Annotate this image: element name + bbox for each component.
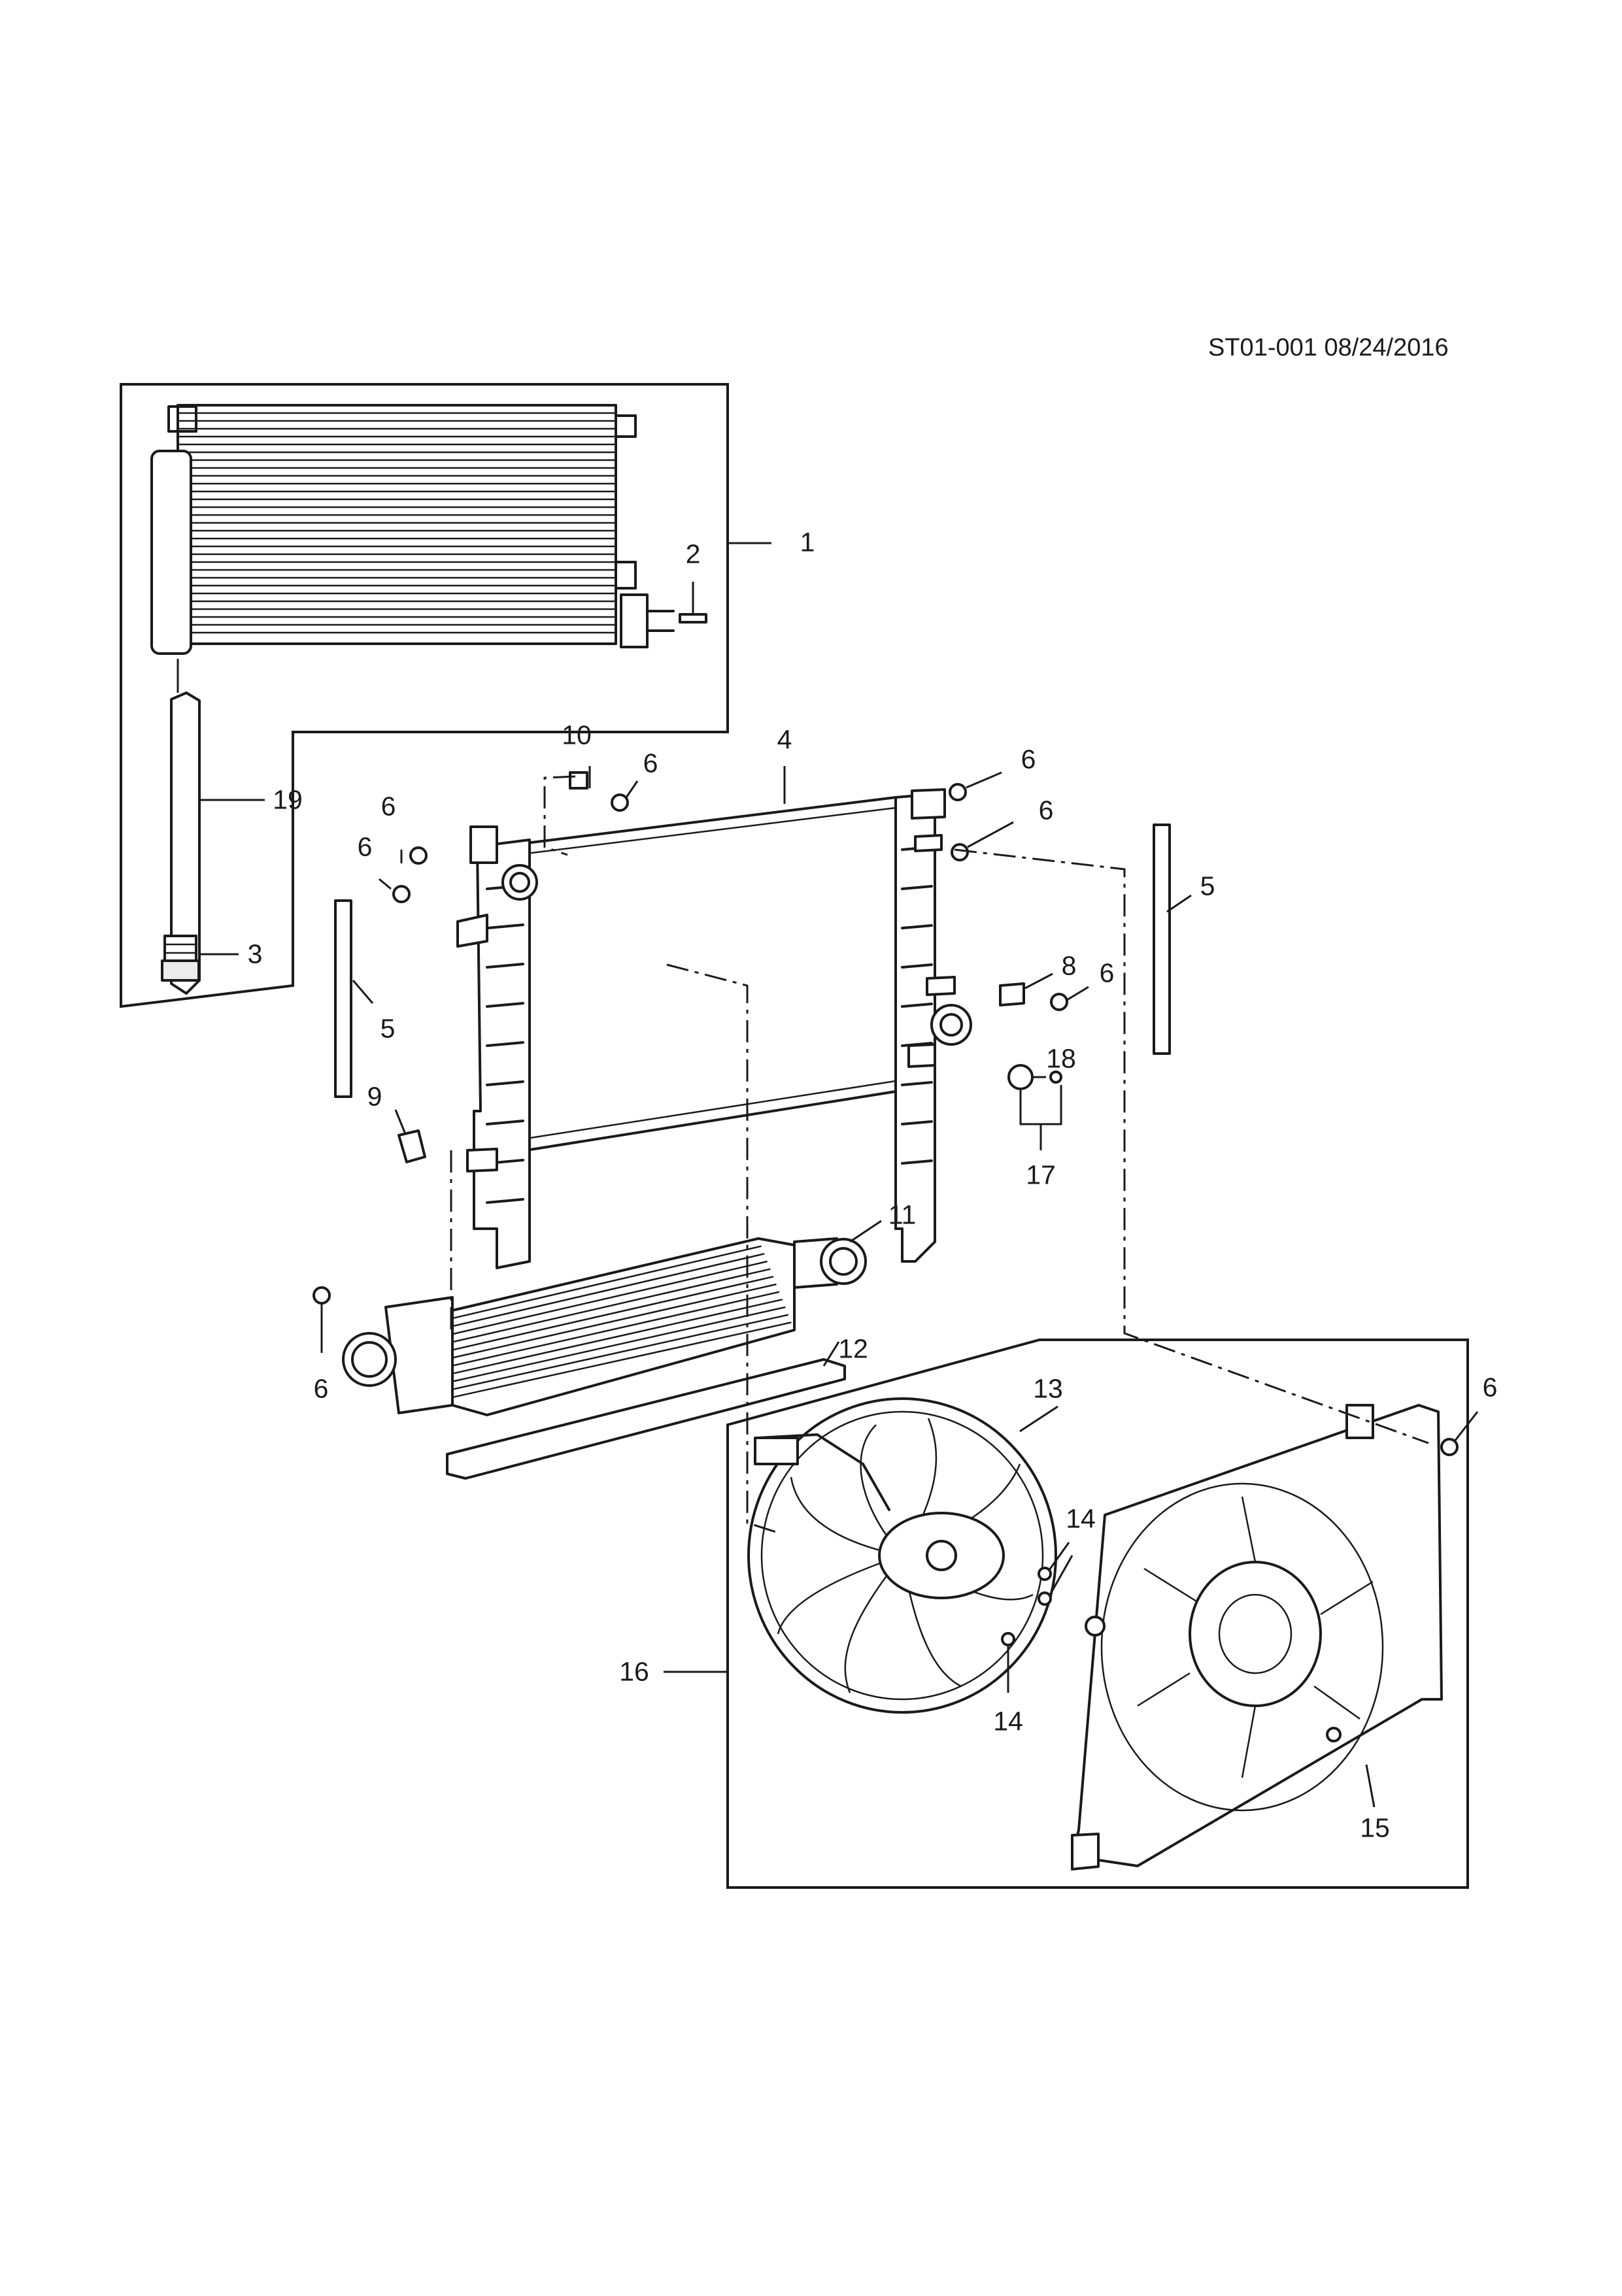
callout-17: 17 (1026, 1159, 1056, 1190)
callout-18: 18 (1046, 1043, 1076, 1074)
callout-13: 13 (1033, 1373, 1063, 1404)
callout-8: 8 (1061, 950, 1077, 981)
part-17-clip (1049, 1071, 1062, 1084)
leader-lines (199, 542, 1479, 1808)
assembly-1-outline (120, 383, 729, 1008)
callout-6g: 6 (313, 1373, 329, 1404)
drain-plug-9 (397, 1129, 426, 1163)
fastener-bolts (313, 783, 1459, 1456)
callout-6h: 6 (1482, 1372, 1498, 1403)
callout-19: 19 (273, 784, 303, 815)
callout-6d: 6 (1021, 744, 1036, 774)
alignment-lines (450, 775, 1429, 1534)
callout-3: 3 (247, 939, 263, 969)
callout-6c: 6 (357, 831, 373, 862)
part-18-ring (1007, 1064, 1034, 1090)
callout-5-left: 5 (380, 1013, 396, 1044)
callout-14a: 14 (1066, 1503, 1096, 1534)
air-seal-strip (446, 1358, 846, 1480)
callout-5-right: 5 (1200, 871, 1215, 901)
callout-15: 15 (1360, 1812, 1390, 1843)
callout-9: 9 (367, 1081, 382, 1112)
callout-11: 11 (888, 1199, 917, 1230)
callout-6f: 6 (1099, 957, 1115, 988)
callout-14b: 14 (993, 1706, 1023, 1737)
fan-shroud (1071, 1404, 1443, 1871)
nut-14b (1038, 1591, 1052, 1606)
assembly-16-outline (726, 1339, 1469, 1889)
callout-6e: 6 (1038, 795, 1054, 825)
cooling-fan (747, 1397, 1057, 1714)
nut-14a (1038, 1567, 1052, 1581)
dryer-plug (161, 935, 200, 982)
callout-4: 4 (777, 724, 792, 755)
callout-6b: 6 (380, 791, 396, 822)
callout-10: 10 (562, 720, 592, 750)
bolt-10 (569, 771, 588, 790)
callout-12: 12 (838, 1333, 868, 1364)
callout-6a: 6 (643, 748, 658, 778)
nut-14c (1001, 1632, 1015, 1646)
condenser (150, 404, 707, 655)
callout-16: 16 (619, 1656, 649, 1687)
radiator-seal-left (334, 899, 352, 1098)
part-8 (999, 982, 1025, 1007)
charge-air-cooler (342, 1237, 867, 1416)
radiator (456, 788, 972, 1269)
callout-2: 2 (685, 539, 701, 569)
radiator-seal-right (1153, 824, 1171, 1055)
drawing-code: ST01-001 08/24/2016 (1208, 334, 1449, 361)
callout-1: 1 (800, 527, 815, 557)
